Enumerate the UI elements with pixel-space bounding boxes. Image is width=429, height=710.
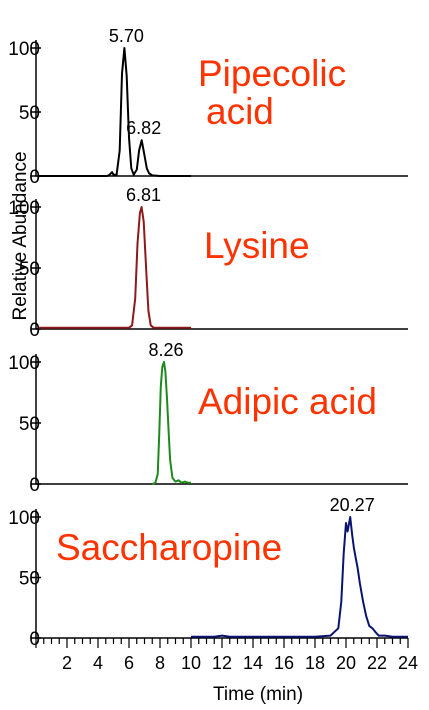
x-tick-label: 20 — [336, 653, 356, 673]
x-tick-label: 18 — [305, 653, 325, 673]
x-tick-label: 4 — [93, 653, 103, 673]
y-tick-label: 0 — [29, 167, 40, 188]
y-tick-label: 50 — [19, 569, 40, 590]
peak-label: 8.26 — [149, 340, 184, 360]
y-axis-label: Relative Abundance — [10, 151, 31, 320]
compound-name: Saccharopine — [56, 527, 282, 568]
y-tick-label: 50 — [19, 103, 40, 124]
x-tick-label: 12 — [212, 653, 232, 673]
compound-name: Pipecolic — [198, 53, 346, 94]
x-tick-label: 22 — [367, 653, 387, 673]
x-tick-label: 8 — [155, 653, 165, 673]
peak-label: 5.70 — [109, 26, 144, 46]
x-axis-label: Time (min) — [213, 684, 303, 705]
compound-name: Lysine — [204, 225, 310, 266]
y-tick-label: 0 — [29, 629, 40, 650]
x-tick-label: 10 — [181, 653, 201, 673]
y-tick-label: 0 — [29, 475, 40, 496]
y-tick-label: 100 — [8, 198, 40, 219]
trace-line — [39, 47, 191, 177]
y-tick-label: 100 — [8, 39, 40, 60]
trace-line — [191, 516, 408, 638]
peak-label: 20.27 — [330, 495, 375, 515]
y-tick-label: 50 — [19, 259, 40, 280]
x-tick-label: 6 — [124, 653, 134, 673]
compound-name: Adipic acid — [198, 381, 377, 422]
peak-label: 6.82 — [126, 118, 161, 138]
y-tick-label: 100 — [8, 353, 40, 374]
peak-label: 6.81 — [126, 185, 161, 205]
y-tick-label: 100 — [8, 508, 40, 529]
trace-line — [151, 361, 191, 485]
x-tick-label: 24 — [398, 653, 418, 673]
y-tick-label: 0 — [29, 320, 40, 341]
trace-line — [39, 206, 191, 329]
x-tick-label: 16 — [274, 653, 294, 673]
x-tick-label: 14 — [243, 653, 263, 673]
y-tick-label: 50 — [19, 414, 40, 435]
x-tick-label: 2 — [62, 653, 72, 673]
compound-name: acid — [206, 91, 274, 132]
